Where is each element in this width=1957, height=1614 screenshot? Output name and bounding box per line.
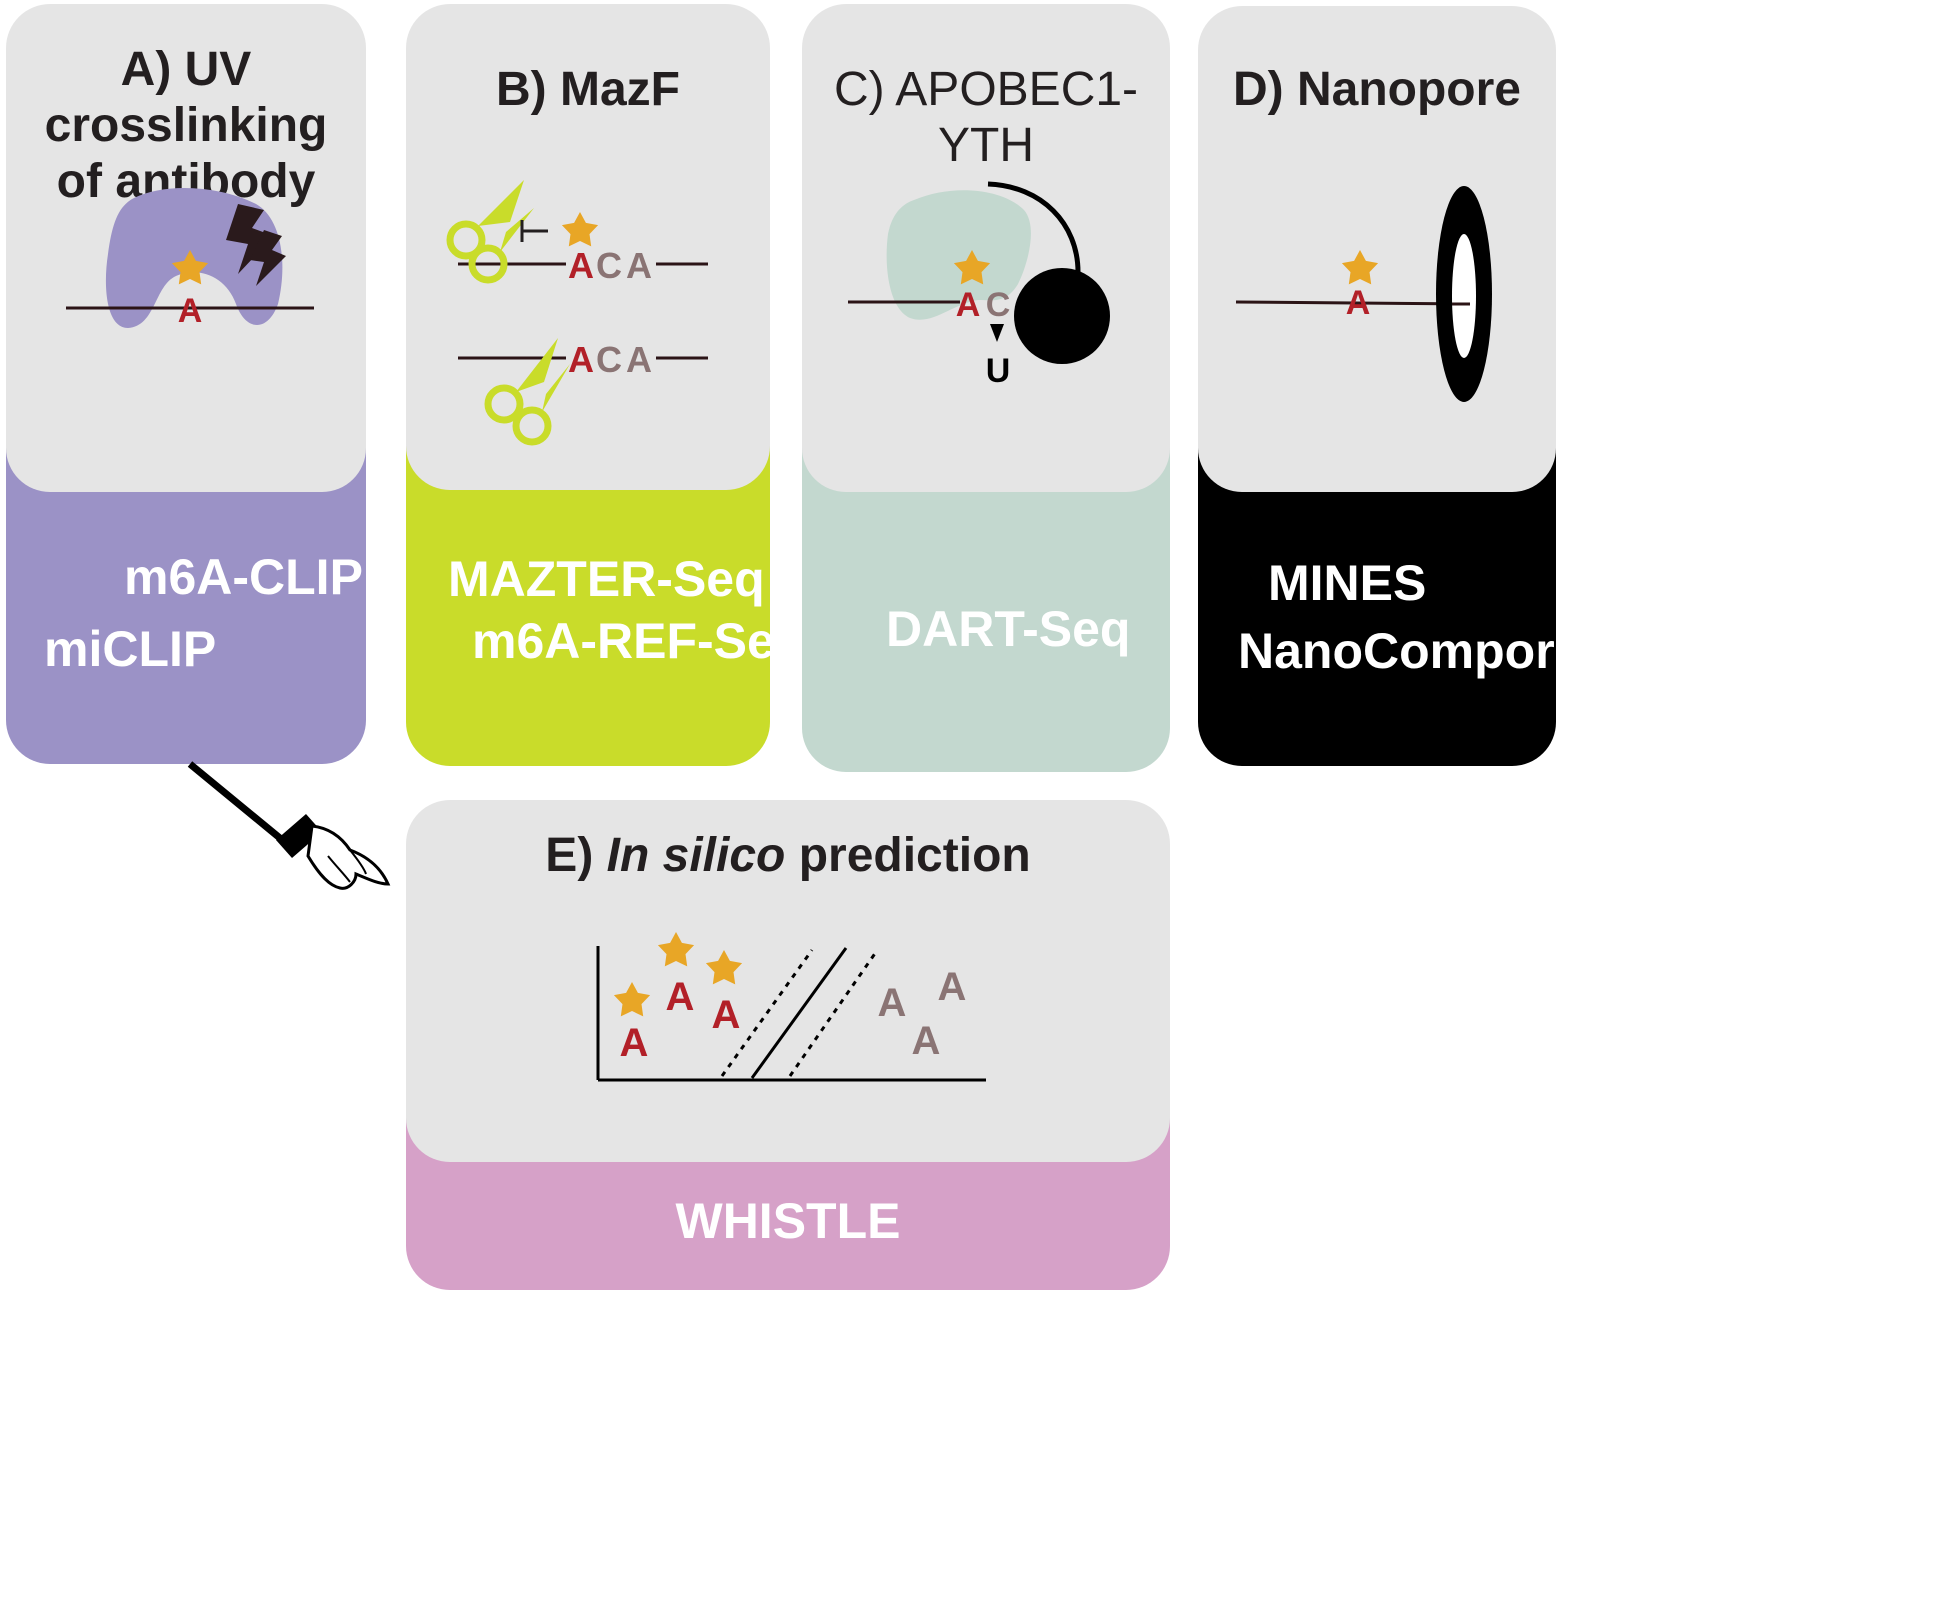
panel-d-illustration: A (1235, 186, 1492, 402)
panel-a: A) UV crosslinking of antibody A m6A-CLI… (6, 4, 366, 764)
panel-d-title: D) Nanopore (1233, 63, 1521, 116)
panel-e-illustration: A A A A A A (596, 932, 986, 1082)
sequence-base-2: C (596, 245, 622, 286)
star-icon (1341, 250, 1379, 285)
apobec-ball-icon (1014, 268, 1110, 364)
pointing-hand-icon (187, 761, 391, 890)
sequence-base-3: A (626, 339, 652, 380)
method-m6a-ref-seq: m6A-REF-Seq (472, 613, 806, 669)
star-icon (561, 212, 599, 247)
panel-e-title-prefix: E) (545, 829, 607, 882)
decision-boundary-line (750, 947, 848, 1079)
star-icon (613, 982, 651, 1017)
method-dart-seq: DART-Seq (886, 601, 1131, 657)
lightning-bolt-icon (226, 204, 274, 274)
panel-a-title-line1: A) UV crosslinking (44, 43, 328, 152)
panel-a-illustration: A (66, 187, 314, 330)
margin-line-right (788, 951, 878, 1077)
panel-b-illustration-area (406, 4, 770, 490)
panel-b-illustration: A C A A C A (446, 180, 708, 446)
sequence-base-3: A (626, 245, 652, 286)
modified-base-a: A (956, 286, 981, 324)
panel-e-title-italic: In silico (606, 829, 786, 882)
sequence-base-1: A (568, 339, 594, 380)
panel-d: D) Nanopore A MINES NanoCompore (1198, 6, 1582, 766)
edited-base-u: U (986, 352, 1011, 390)
panel-e-title: E) In silico prediction (406, 828, 1170, 884)
star-icon (171, 250, 209, 285)
unmodified-base-a: A (878, 981, 907, 1025)
panel-d-illustration-area (1198, 6, 1556, 492)
method-mines: MINES (1268, 555, 1427, 611)
modified-base-a: A (1346, 284, 1371, 322)
nanopore-ring-icon (1436, 186, 1492, 402)
unmodified-base-a: A (912, 1019, 941, 1063)
modified-base-a: A (620, 1021, 649, 1065)
sequence-base-2: C (596, 339, 622, 380)
panel-e-title-suffix: prediction (785, 829, 1031, 882)
panel-c-illustration: A C U (848, 181, 1110, 390)
method-nanocompore: NanoCompore (1238, 623, 1583, 679)
linker-arc (987, 181, 1081, 273)
method-m6a-clip: m6A-CLIP (124, 549, 363, 605)
star-icon (705, 950, 743, 985)
panel-b-title: B) MazF (496, 63, 680, 116)
panel-e: E) In silico prediction A A A A A A WHIS… (406, 800, 1170, 1290)
panel-c-title: C) APOBEC1-YTH (833, 63, 1139, 172)
modified-base-a: A (178, 292, 203, 330)
arrow-down-icon (990, 324, 1004, 342)
scissors-icon (484, 338, 570, 446)
modified-base-a: A (666, 975, 695, 1019)
edited-base-c: C (986, 286, 1011, 324)
scissors-icon (446, 180, 534, 284)
panel-b: B) MazF A C A A C A MAZTER-Seq (406, 4, 805, 766)
inhibition-bar-icon (520, 220, 548, 242)
method-whistle: WHISTLE (675, 1193, 901, 1249)
panel-c: C) APOBEC1-YTH A C U DART-Seq (802, 4, 1170, 772)
margin-line-left (720, 949, 814, 1077)
ythdomain-blob-icon (886, 190, 1031, 320)
method-mazter-seq: MAZTER-Seq (448, 551, 765, 607)
panel-e-illustration-area (406, 800, 1170, 1162)
sequence-base-1: A (568, 245, 594, 286)
star-icon (953, 250, 991, 285)
star-icon (657, 932, 695, 967)
modified-base-a: A (712, 993, 741, 1037)
scatter-axes-icon (596, 946, 986, 1082)
method-miclip: miCLIP (44, 621, 217, 677)
lightning-bolt-icon (250, 230, 286, 286)
unmodified-base-a: A (938, 965, 967, 1009)
